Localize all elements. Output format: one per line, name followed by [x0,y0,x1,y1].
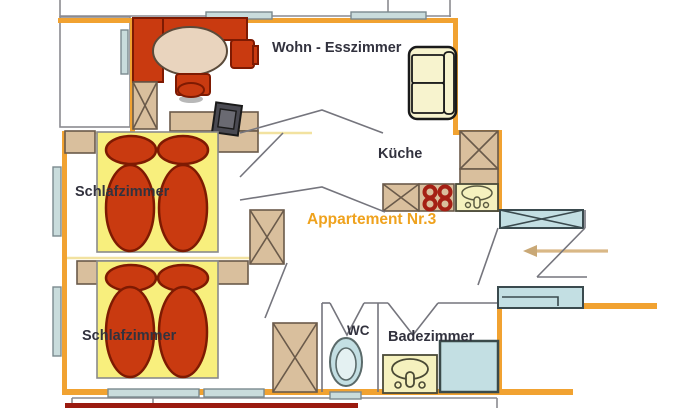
dining-chair-right [230,39,255,69]
pillow [104,134,158,166]
label-wc: WC [347,323,370,338]
tv-icon [210,101,244,137]
shower [438,339,500,394]
bed-bottom [76,260,249,379]
washbasin-faucet [405,371,415,388]
entrance-arrow-icon [523,245,608,257]
door-swings [239,109,587,319]
label-bedroom-bottom: Schlafzimmer [82,328,177,344]
label-living-dining: Wohn - Esszimmer [272,40,402,56]
dining-chair-right-arm [252,45,259,65]
tv-sideboard [169,101,259,153]
wc-bath-walls [321,302,498,392]
washbasin [382,354,438,394]
duvet [157,285,209,379]
duvet [104,163,156,253]
bed-top [64,130,219,253]
neighbor-area [59,16,131,128]
window-wc [329,391,362,400]
bath-door-swing [387,302,439,337]
nightstand-1 [64,130,96,154]
label-bedroom-top: Schlafzimmer [75,184,170,200]
duvet [104,285,156,379]
wc-door-swing [329,302,365,337]
entrance-closet [499,209,584,229]
living-cabinet [132,81,158,130]
wardrobe-bottom [272,322,318,393]
window-bottom-mid [203,388,265,398]
label-bathroom: Badezimmer [388,329,475,345]
dining-chair-seat [177,82,205,98]
sofa [407,45,458,121]
duvet [157,163,209,253]
window-bottom-left [107,388,200,398]
kitchen-faucet [473,196,481,209]
dining-table [152,26,228,76]
toilet [329,337,363,387]
window-bedroom1 [52,166,62,237]
apartment-title: Appartement Nr.3 [307,211,437,228]
window-bedroom2 [52,286,62,357]
windows [52,11,427,400]
window-neighbor [120,29,129,75]
label-kitchen: Küche [378,146,422,162]
entrance-sideboard [497,286,584,309]
pillow [156,134,210,166]
dining-set [132,17,259,103]
window-top-right [350,11,427,20]
wardrobe-mid [249,209,285,265]
neighbor-wall-red [65,403,358,408]
kitchen-counters [382,130,499,212]
stove-burners [422,184,453,212]
